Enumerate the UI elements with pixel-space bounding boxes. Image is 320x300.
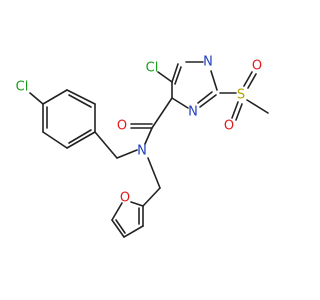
bond	[174, 66, 182, 85]
bond	[111, 202, 123, 221]
bond	[42, 89, 68, 105]
bond	[147, 157, 161, 189]
molecule-structure: Cl N N O N S O O Cl O	[16, 55, 269, 238]
bond	[142, 187, 161, 207]
phenyl-ring	[42, 89, 96, 149]
bond	[116, 149, 138, 159]
bond	[235, 103, 243, 121]
bond	[29, 92, 44, 105]
bond	[115, 219, 126, 234]
bond	[171, 97, 189, 109]
bond	[94, 131, 118, 159]
atom-labels: Cl N N O N S O O Cl O	[16, 55, 262, 206]
bond	[231, 101, 239, 119]
furan-ring	[111, 201, 144, 238]
bond	[111, 219, 125, 238]
atom-label-cl: Cl	[16, 80, 29, 95]
bond	[171, 63, 179, 83]
bond	[247, 73, 257, 89]
bond	[144, 127, 153, 145]
atom-label-o: O	[117, 119, 127, 134]
bond	[68, 129, 92, 144]
bond	[130, 201, 144, 207]
structure-canvas: Cl N N O N S O O Cl O	[16, 55, 269, 238]
atom-label-n: N	[137, 144, 147, 159]
bond	[151, 97, 173, 129]
bond	[197, 91, 213, 104]
bond	[66, 89, 96, 105]
bond	[66, 131, 96, 149]
bond	[68, 94, 92, 108]
bond	[42, 131, 68, 149]
atom-label-n: N	[188, 105, 198, 120]
bond	[157, 71, 173, 83]
bond	[246, 99, 269, 114]
atom-label-o: O	[120, 191, 130, 206]
atom-label-cl: Cl	[146, 61, 159, 76]
atom-label-o: O	[224, 119, 234, 134]
atom-label-o: O	[252, 59, 262, 74]
atom-label-n: N	[203, 55, 213, 70]
bond	[210, 70, 218, 91]
bond	[199, 94, 217, 108]
bond	[243, 71, 253, 87]
atom-label-s: S	[237, 88, 245, 103]
bond	[123, 225, 144, 238]
pyrimidine-ring	[171, 61, 218, 109]
